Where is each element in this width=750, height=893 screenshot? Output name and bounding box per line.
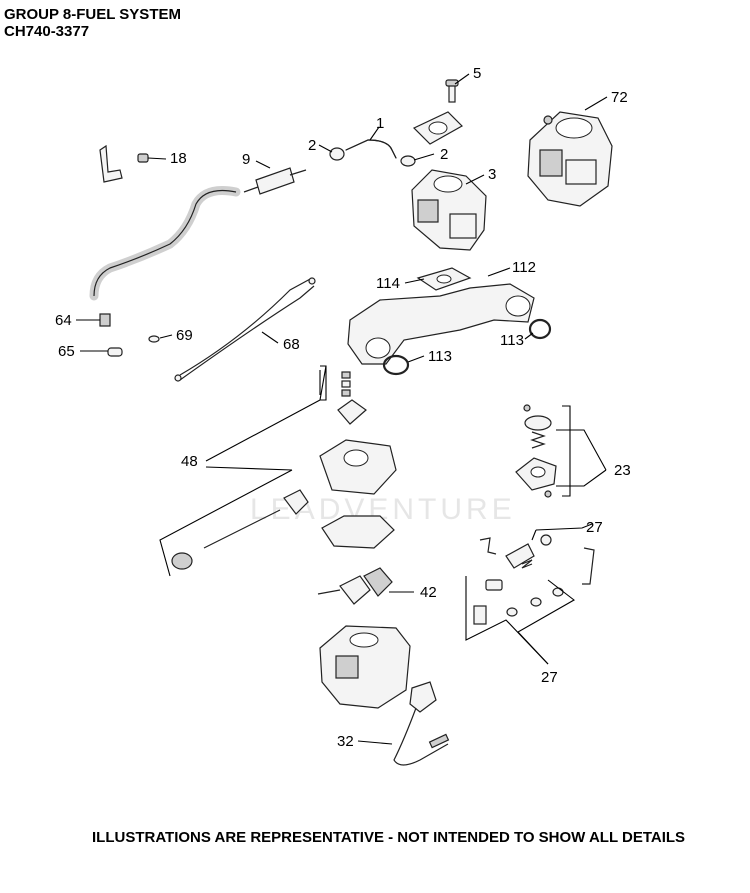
callout-5: 5: [473, 65, 481, 82]
part-bracket: [99, 144, 123, 183]
callout-2a: 2: [308, 137, 316, 154]
callout-27a: 27: [586, 519, 603, 536]
callout-23: 23: [614, 462, 631, 479]
part-oring-113b: [528, 318, 552, 340]
page-title: GROUP 8-FUEL SYSTEM: [4, 6, 181, 23]
bracket-48: [159, 365, 327, 577]
bracket-27b: [465, 576, 575, 665]
callout-113a: 113: [428, 348, 452, 365]
bracket-23: [556, 405, 607, 497]
callout-1: 1: [376, 115, 384, 132]
part-solenoid-32: [393, 681, 450, 766]
callout-27b: 27: [541, 669, 558, 686]
part-42: [317, 567, 393, 605]
leader-lines: [76, 73, 608, 745]
callout-114: 114: [376, 275, 400, 292]
callout-32: 32: [337, 733, 354, 750]
callout-69: 69: [176, 327, 193, 344]
part-oring-113a: [382, 354, 410, 376]
callout-2b: 2: [440, 146, 448, 163]
callout-18: 18: [170, 150, 187, 167]
part-gasket-top: [412, 111, 463, 145]
part-64: [99, 313, 111, 327]
part-fuel-filter-9: [243, 167, 307, 195]
bracket-27a: [531, 523, 593, 541]
callout-72: 72: [611, 89, 628, 106]
part-washer-69: [148, 335, 160, 343]
part-carburetor-3: [411, 169, 487, 251]
part-48-kit: [171, 371, 397, 570]
part-gasket-114: [416, 267, 472, 291]
callout-42: 42: [420, 584, 437, 601]
part-carburetor-body-lower: [319, 625, 411, 709]
callout-9: 9: [242, 151, 250, 168]
part-65: [107, 347, 123, 357]
part-intake-manifold-112: [347, 283, 535, 365]
callout-labels: 5 72 1 2 2 18 9 3 112 114 64 69 68 113 1…: [55, 65, 631, 750]
part-hose-clamp-2a: [329, 147, 345, 161]
part-carburetor-72: [527, 111, 613, 207]
part-fuel-line: [89, 186, 241, 301]
callout-64: 64: [55, 312, 72, 329]
part-hose-clamp-2b: [400, 155, 416, 167]
callout-113b: 113: [500, 332, 524, 349]
part-fuel-hose-1: [345, 139, 397, 159]
callout-112: 112: [512, 259, 536, 276]
callout-65: 65: [58, 343, 75, 360]
part-bolt: [445, 79, 459, 103]
model-number: CH740-3377: [4, 23, 90, 40]
callout-48: 48: [181, 453, 198, 470]
part-clip-18: [137, 153, 149, 163]
callout-68: 68: [283, 336, 300, 353]
disclaimer-footer: ILLUSTRATIONS ARE REPRESENTATIVE - NOT I…: [92, 829, 686, 846]
part-27-kit: [473, 534, 595, 625]
part-23-kit: [515, 404, 557, 498]
part-cable-68: [174, 277, 316, 382]
callout-3: 3: [488, 166, 496, 183]
